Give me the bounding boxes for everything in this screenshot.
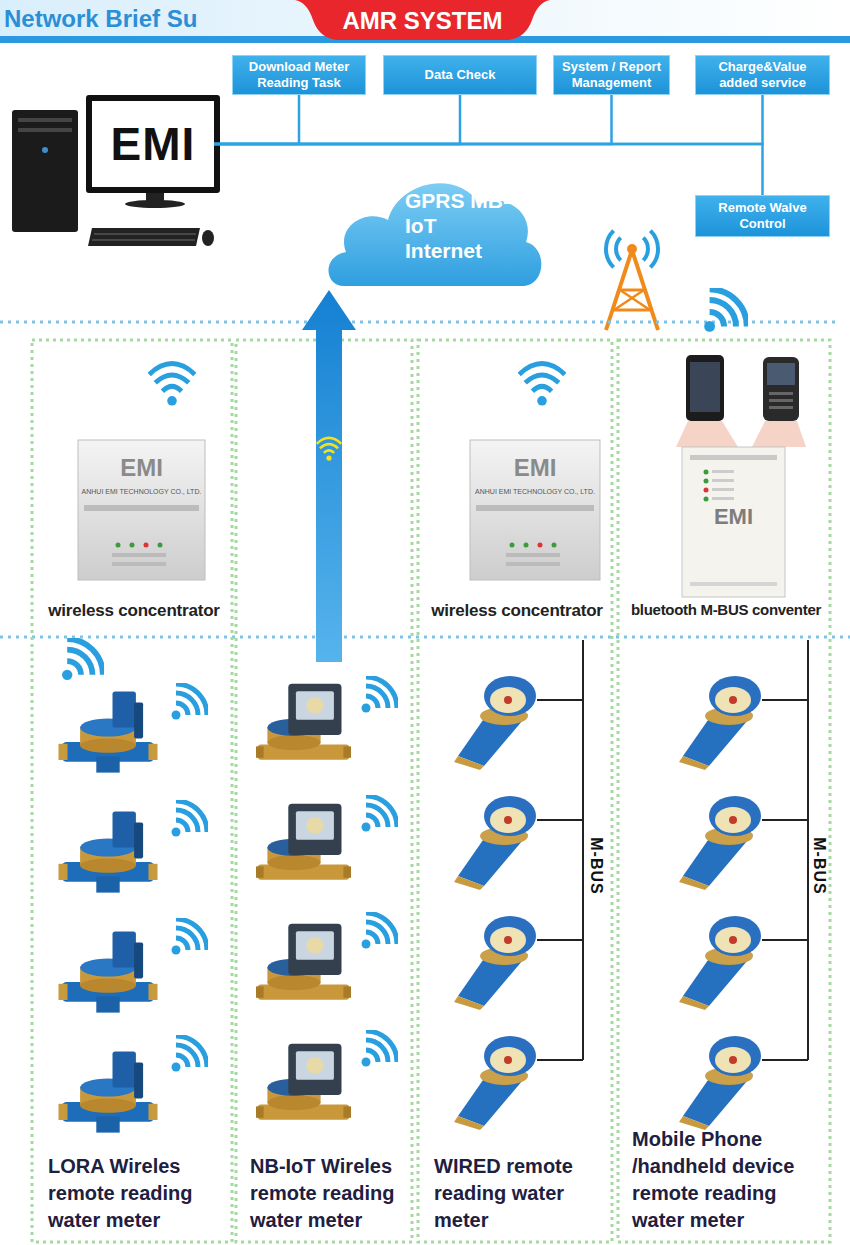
wireless-icon [317,438,342,461]
device-label: wireless concentrator [422,601,612,621]
device-label: ANHUI EMI TECHNOLOGY CO., LTD. [470,487,600,496]
column-caption: LORA Wireles remote reading water meter [48,1153,223,1234]
monitor-screen: EMI [92,101,214,187]
m-bus-wire [537,640,808,1060]
cloud-label: GPRS MB-IoT Internet [405,188,517,263]
device-label: bluetooth M-BUS conventer [622,601,830,619]
header-text: Network Brief Su [4,5,197,33]
device-label: EMI [78,455,205,481]
bus-line [214,95,612,144]
wireless-icon [62,289,747,1071]
column-caption: WIRED remote reading water meter [434,1153,609,1234]
device-face: EMI [682,445,785,597]
device-label: wireless concentrator [42,601,226,621]
dotted-divider [0,322,850,637]
water-meters [59,676,762,1133]
phones [676,355,806,447]
logo-text: EMI [111,119,196,169]
wireless-concentrator: EMI ANHUI EMI TECHNOLOGY CO., LTD. wireles… [42,445,226,637]
box-label: Data Check [425,67,496,83]
header-band [0,0,850,43]
bus-line [214,95,299,144]
computer [12,95,220,246]
device-face: EMI ANHUI EMI TECHNOLOGY CO., LTD. [470,445,600,595]
title-text: AMR SYSTEM [300,7,545,35]
function-box: Charge&Value added service [695,55,830,95]
bus-line [214,144,763,195]
device-label: EMI [682,505,785,529]
device-label: ANHUI EMI TECHNOLOGY CO., LTD. [78,487,205,496]
function-box: Data Check [383,55,537,95]
uplink-arrow [302,290,356,662]
converter-device [682,447,785,597]
meter-column: LORA Wireles remote reading water meter [36,662,232,1240]
column-caption: Mobile Phone /handheld device remote rea… [632,1126,822,1234]
function-box: Remote Walve Control [695,195,830,237]
column-caption: NB-IoT Wireles remote reading water mete… [250,1153,410,1234]
bluetooth-converter: EMI bluetooth M-BUS conventer [622,445,830,637]
box-label: Download Meter Reading Task [237,59,361,91]
bus-line [214,95,763,144]
meter-column: Mobile Phone /handheld device remote rea… [622,662,830,1240]
wireless-concentrator: EMI ANHUI EMI TECHNOLOGY CO., LTD. wireles… [422,445,612,637]
box-label: System / Report Management [558,59,665,91]
device-label: EMI [470,455,600,481]
meter-column: NB-IoT Wireles remote reading water mete… [246,662,412,1240]
box-label: Charge&Value added service [700,59,825,91]
cloud-outline [329,183,542,286]
function-box: System / Report Management [553,55,670,95]
device-face: EMI ANHUI EMI TECHNOLOGY CO., LTD. [78,445,205,595]
bus-label: M-BUS [587,835,605,896]
radio-tower [606,231,658,330]
bus-line [214,95,460,144]
column-frame [32,340,830,1242]
meter-column: WIRED remote reading water meter [422,662,612,1240]
box-label: Remote Walve Control [700,200,825,232]
network-cloud: GPRS MB-IoT Internet [322,160,547,290]
function-box: Download Meter Reading Task [232,55,366,95]
bus-label: M-BUS [810,835,828,896]
